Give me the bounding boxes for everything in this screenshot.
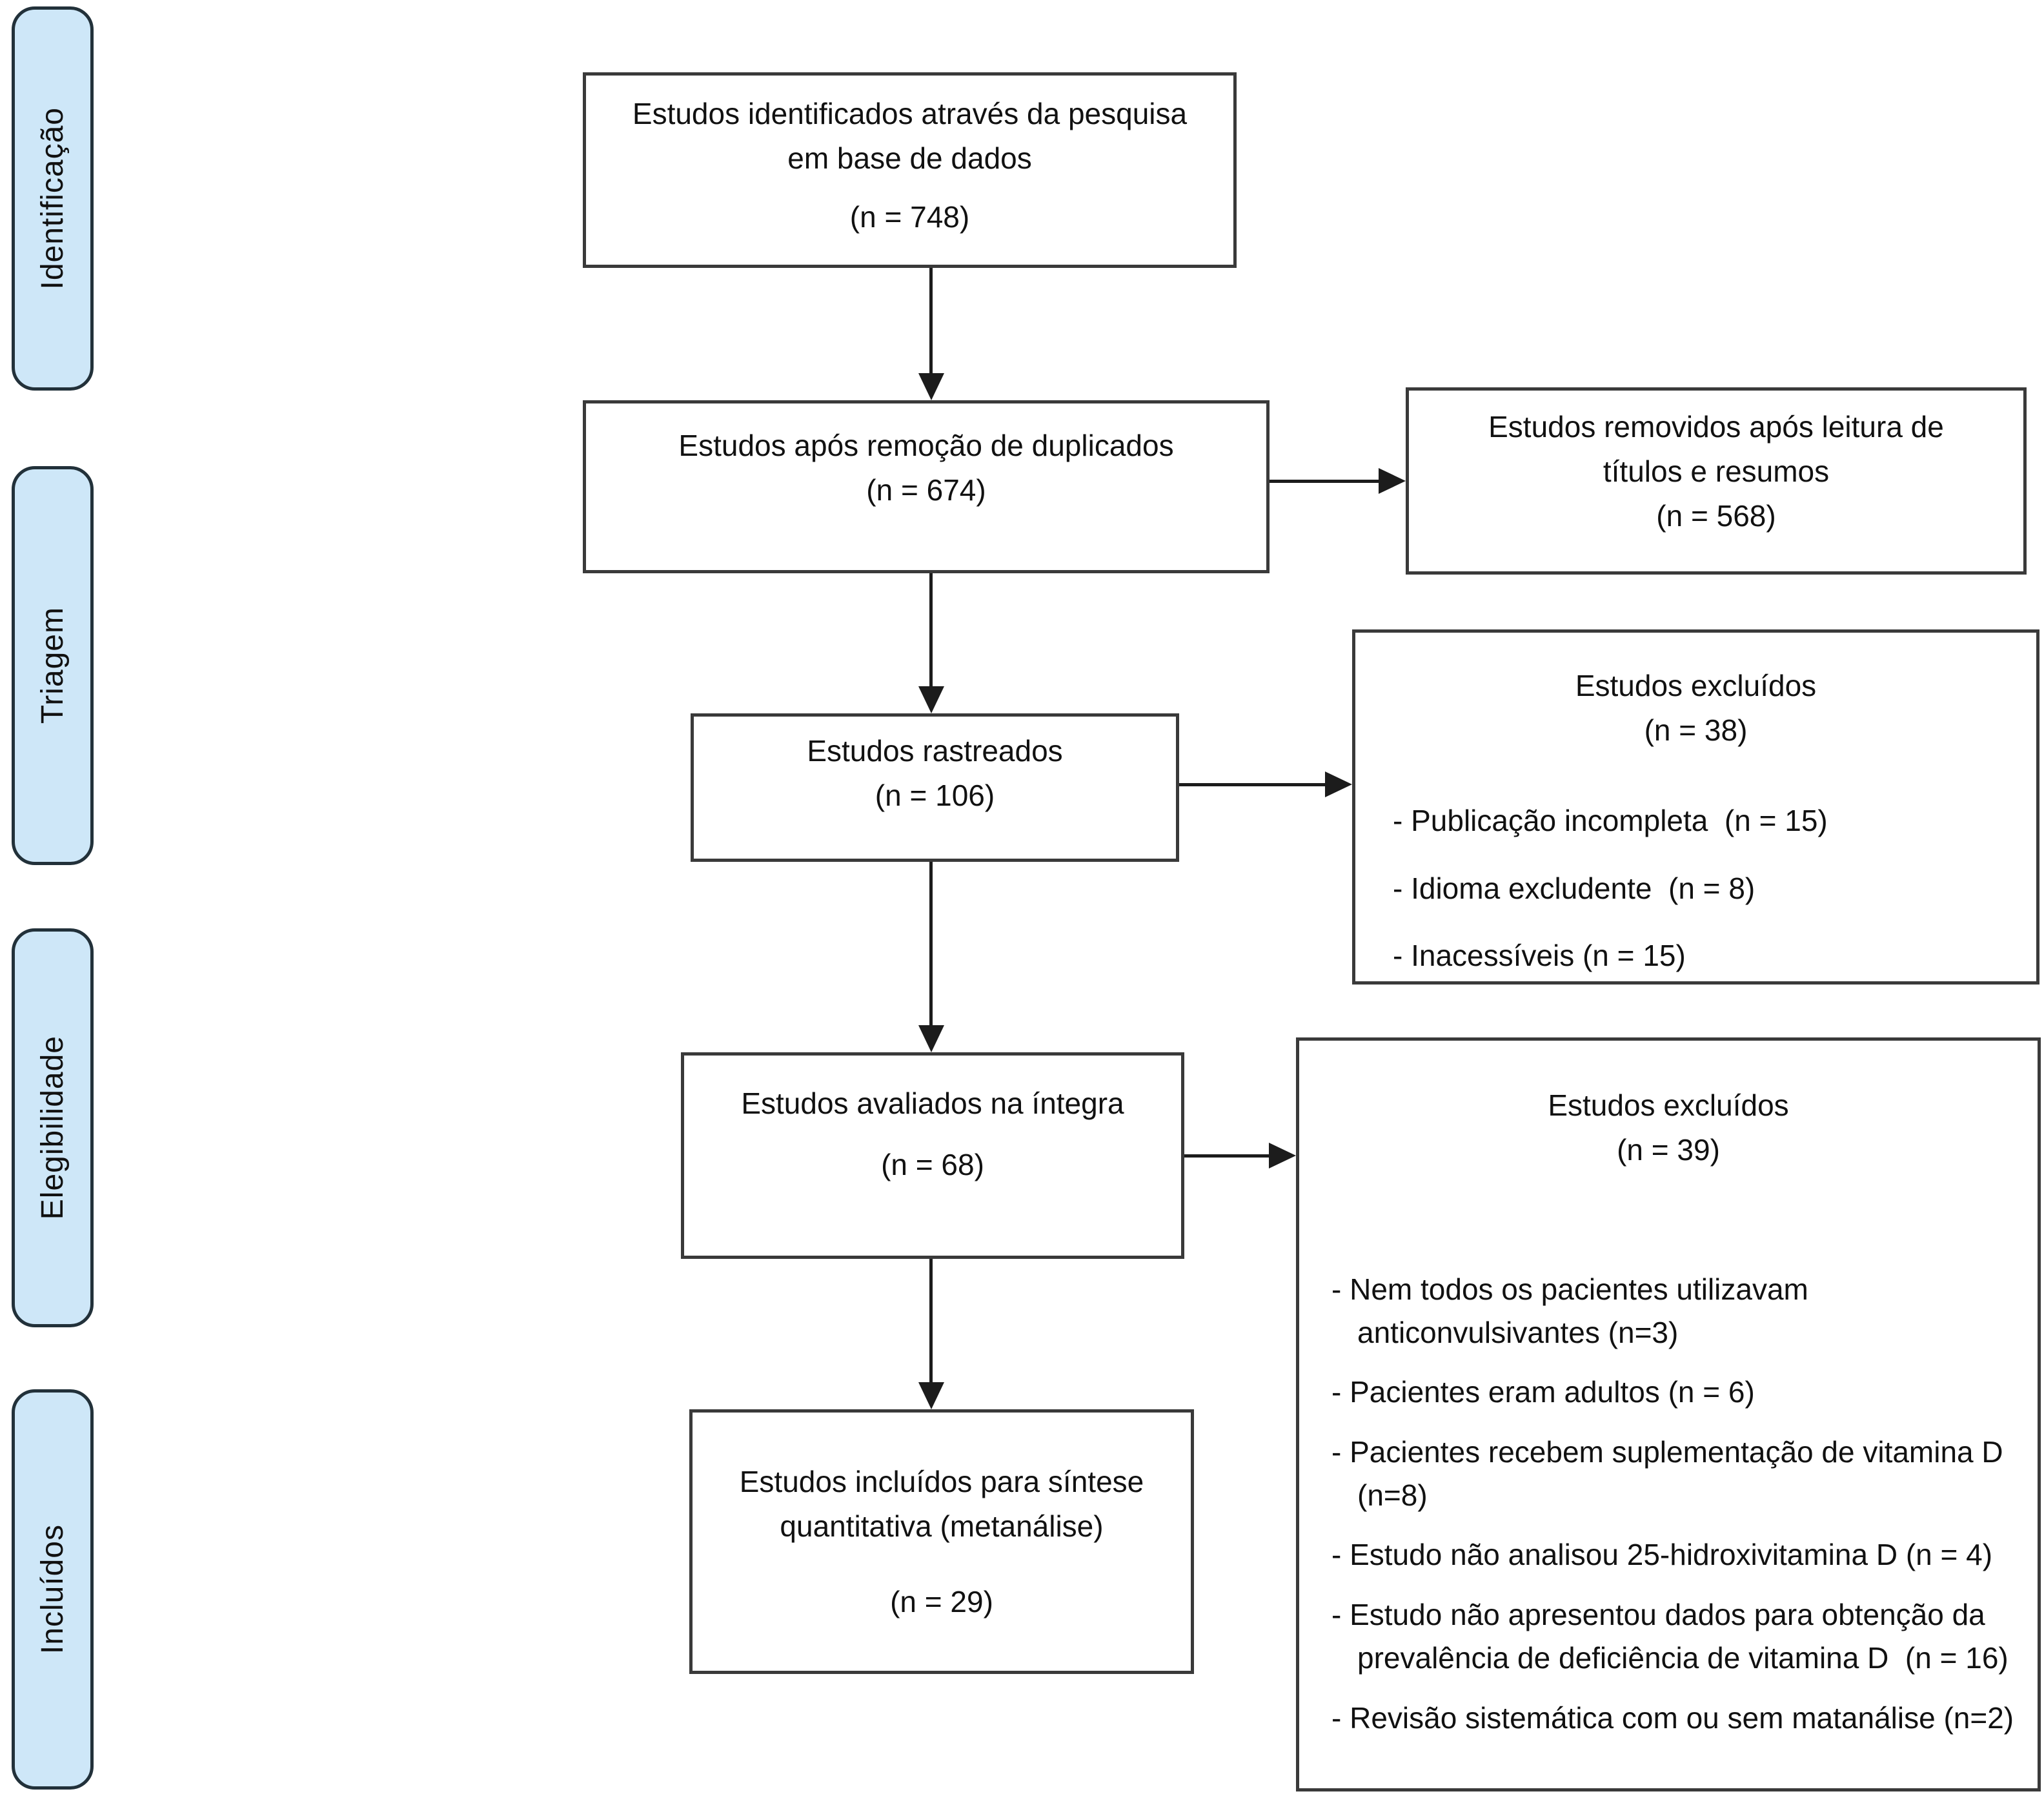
box-after-duplicate-removal-line1: Estudos após remoção de duplicados xyxy=(678,429,1174,462)
stage-label-triagem: Triagem xyxy=(12,466,94,865)
arrow-fulltext-to-excluded39-line xyxy=(1184,1154,1270,1158)
box-removed-after-title-abstract-count: (n = 568) xyxy=(1656,498,1776,533)
box-excluded-screening: Estudos excluídos (n = 38) - Publicação … xyxy=(1352,629,2039,985)
arrow-deduplicated-to-screened-line xyxy=(929,573,933,688)
box-included-meta-analysis-count: (n = 29) xyxy=(890,1584,993,1618)
box-excluded-full-text: Estudos excluídos (n = 39) - Nem todos o… xyxy=(1296,1037,2041,1791)
box-excluded-full-text-title-block: Estudos excluídos (n = 39) xyxy=(1299,1083,2038,1172)
arrow-screened-to-fulltext-head xyxy=(918,1025,944,1052)
box-removed-after-title-abstract-line1: Estudos removidos após leitura de xyxy=(1488,409,1944,444)
arrow-fulltext-to-included-line xyxy=(929,1259,933,1383)
stage-label-triagem-text: Triagem xyxy=(35,607,70,724)
box-included-meta-analysis: Estudos incluídos para síntese quantitat… xyxy=(689,1409,1194,1674)
box-full-text-assessed: Estudos avaliados na íntegra (n = 68) xyxy=(681,1052,1184,1259)
box-excluded-screening-title-block: Estudos excluídos (n = 38) xyxy=(1355,664,2036,753)
box-included-meta-analysis-line1: Estudos incluídos para síntese xyxy=(739,1464,1144,1498)
exclusion-reason-item: - Publicação incompleta (n = 15) xyxy=(1393,804,1828,837)
box-studies-screened-line1: Estudos rastreados xyxy=(807,734,1063,768)
box-excluded-screening-title: Estudos excluídos xyxy=(1575,669,1817,702)
box-removed-after-title-abstract-line2: títulos e resumos xyxy=(1603,454,1830,488)
arrow-fulltext-to-excluded39-head xyxy=(1269,1143,1296,1168)
box-studies-identified-count: (n = 748) xyxy=(849,200,970,234)
box-studies-identified: Estudos identificados através da pesquis… xyxy=(583,72,1237,268)
arrow-deduplicated-to-removed-head xyxy=(1379,468,1406,494)
exclusion-reason-item: - Idioma excludente (n = 8) xyxy=(1393,871,1756,905)
exclusion-reason-item: - Nem todos os pacientes utilizavam anti… xyxy=(1331,1272,1817,1349)
box-excluded-full-text-title: Estudos excluídos xyxy=(1548,1088,1789,1122)
arrow-screened-to-excluded38-head xyxy=(1325,771,1352,797)
stage-label-identificacao-text: Identificação xyxy=(35,107,70,290)
box-after-duplicate-removal: Estudos após remoção de duplicados (n = … xyxy=(583,400,1270,573)
arrow-identified-to-deduplicated-line xyxy=(929,268,933,376)
box-excluded-screening-reasons: - Publicação incompleta (n = 15) - Idioma… xyxy=(1355,799,2036,1002)
exclusion-reason-item: - Estudo não analisou 25-hidroxivitamina… xyxy=(1331,1538,1993,1572)
stage-label-elegibilidade: Elegibilidade xyxy=(12,928,94,1327)
arrow-deduplicated-to-removed-line xyxy=(1270,480,1381,483)
exclusion-reason-item: - Revisão sistemática com ou sem matanál… xyxy=(1331,1700,2014,1735)
arrow-deduplicated-to-screened-head xyxy=(918,686,944,713)
box-full-text-assessed-line1: Estudos avaliados na íntegra xyxy=(741,1087,1124,1120)
arrow-screened-to-excluded38-line xyxy=(1179,783,1326,786)
arrow-identified-to-deduplicated-head xyxy=(918,373,944,400)
box-excluded-full-text-count: (n = 39) xyxy=(1617,1133,1720,1167)
box-studies-screened: Estudos rastreados (n = 106) xyxy=(691,713,1179,862)
stage-label-identificacao: Identificação xyxy=(12,6,94,391)
box-studies-identified-line1: Estudos identificados através da pesquis… xyxy=(632,97,1188,130)
arrow-screened-to-fulltext-line xyxy=(929,862,933,1026)
box-full-text-assessed-count: (n = 68) xyxy=(881,1148,984,1181)
box-after-duplicate-removal-count: (n = 674) xyxy=(866,473,986,507)
exclusion-reason-item: - Estudo não apresentou dados para obten… xyxy=(1331,1598,2009,1675)
stage-label-incluidos: Incluídos xyxy=(12,1389,94,1790)
box-studies-identified-line2: em base de dados xyxy=(787,141,1032,175)
box-excluded-full-text-reasons: - Nem todos os pacientes utilizavam anti… xyxy=(1299,1268,2038,1756)
arrow-fulltext-to-included-head xyxy=(918,1382,944,1409)
box-included-meta-analysis-line2: quantitativa (metanálise) xyxy=(780,1509,1104,1543)
stage-label-elegibilidade-text: Elegibilidade xyxy=(35,1036,70,1220)
exclusion-reason-item: - Pacientes recebem suplementação de vit… xyxy=(1331,1435,2012,1512)
box-excluded-screening-count: (n = 38) xyxy=(1644,713,1748,747)
stage-label-incluidos-text: Incluídos xyxy=(35,1524,70,1655)
exclusion-reason-item: - Inacessíveis (n = 15) xyxy=(1393,939,1686,973)
box-removed-after-title-abstract: Estudos removidos após leitura de título… xyxy=(1406,387,2027,575)
exclusion-reason-item: - Pacientes eram adultos (n = 6) xyxy=(1331,1375,1755,1409)
box-studies-screened-count: (n = 106) xyxy=(875,779,995,812)
